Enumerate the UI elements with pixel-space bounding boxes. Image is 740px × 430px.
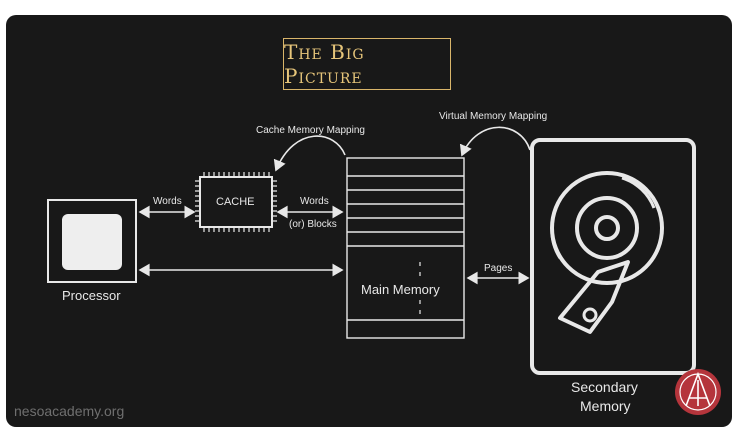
slide-frame — [6, 15, 732, 427]
secondary-memory-label-line1: Secondary — [571, 379, 638, 395]
connectors — [138, 126, 531, 285]
processor-label: Processor — [62, 288, 121, 303]
virtual-mapping-label: Virtual Memory Mapping — [439, 111, 548, 122]
footer-watermark: nesoacademy.org — [14, 403, 125, 419]
page-title: The Big Picture — [283, 38, 451, 90]
cache-chip — [195, 172, 277, 232]
pages-label: Pages — [484, 263, 513, 274]
hard-disk-icon — [530, 138, 696, 375]
virtual-mapping-curve — [459, 126, 531, 157]
words-right-label: Words — [300, 196, 329, 207]
main-memory-stack — [346, 157, 465, 339]
cache-mapping-label: Cache Memory Mapping — [256, 125, 365, 136]
neso-logo — [675, 369, 721, 415]
cache-mapping-curve — [273, 135, 346, 172]
secondary-memory-label-line2: Memory — [580, 398, 631, 414]
main-memory-label: Main Memory — [361, 282, 440, 297]
cache-label: CACHE — [216, 196, 255, 208]
or-blocks-label: (or) Blocks — [289, 219, 337, 230]
words-left-label: Words — [153, 196, 182, 207]
processor-box — [47, 199, 137, 283]
